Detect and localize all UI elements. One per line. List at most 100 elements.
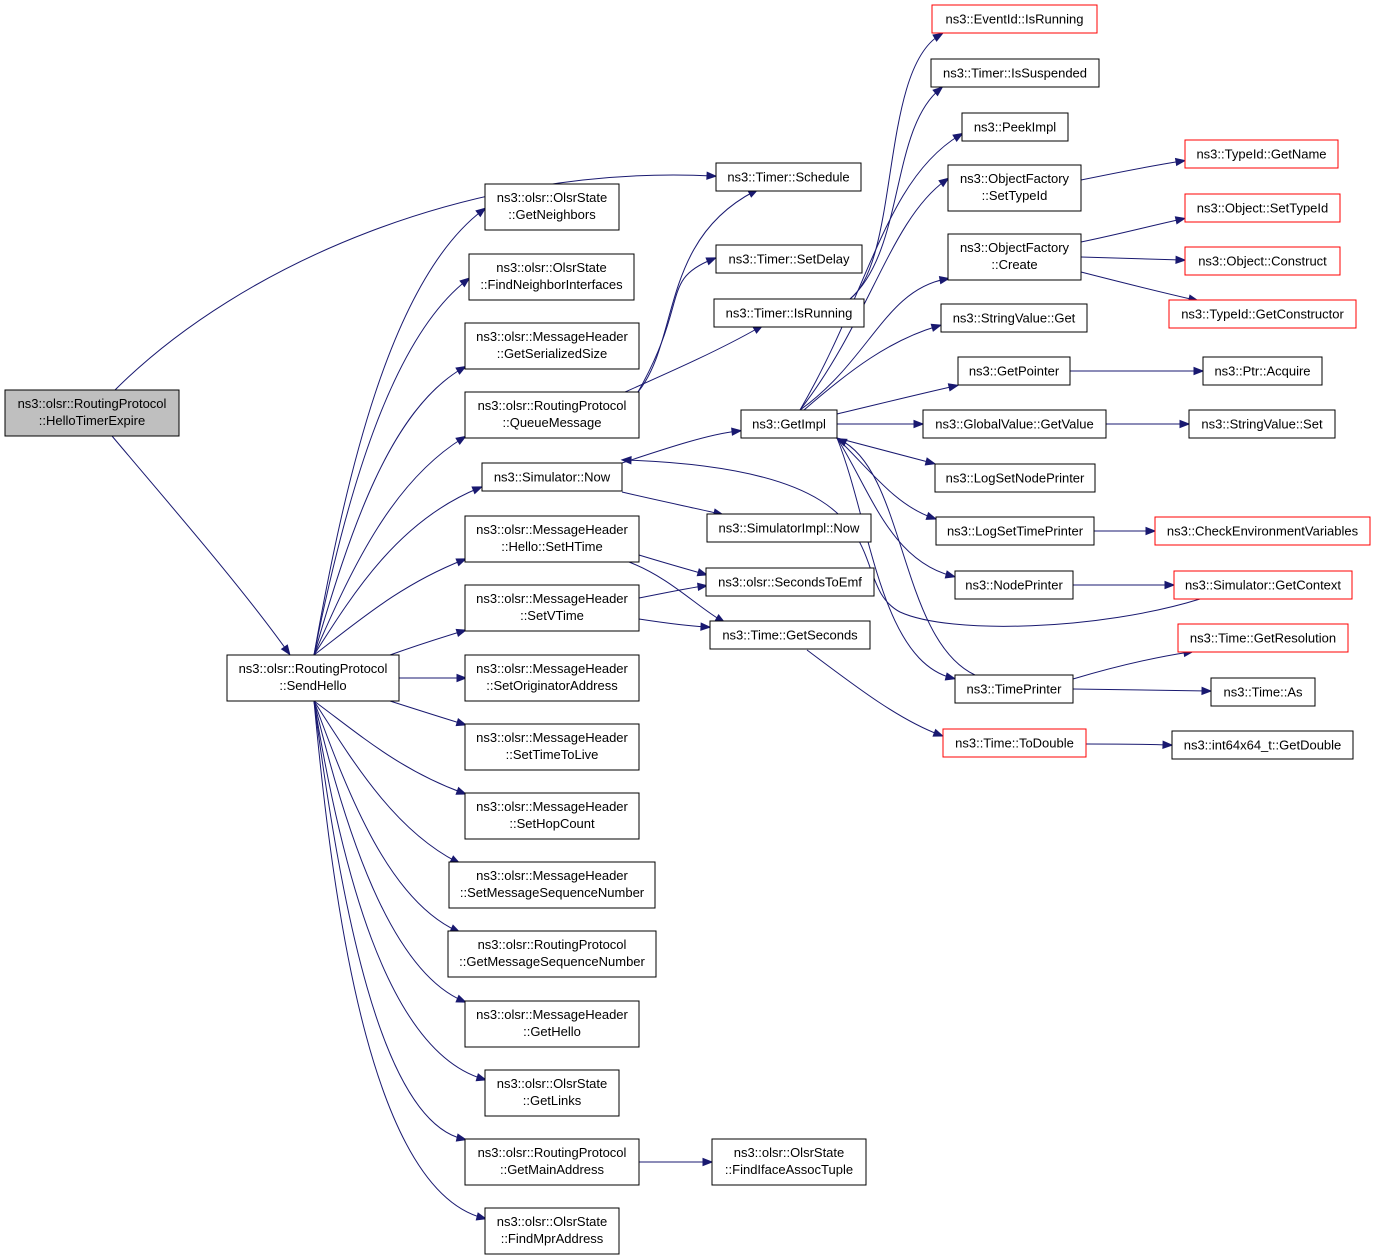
node-box <box>226 654 400 702</box>
node-box <box>447 930 657 978</box>
edge-line <box>313 559 464 656</box>
node-hello-set-htime[interactable]: ns3::olsr::MessageHeader::Hello::SetHTim… <box>464 515 640 563</box>
node-label: ns3::CheckEnvironmentVariables <box>1167 524 1359 539</box>
node-string-value-set[interactable]: ns3::StringValue::Set <box>1188 409 1336 439</box>
node-hello-timer-expire[interactable]: ns3::olsr::RoutingProtocol::HelloTimerEx… <box>4 389 180 437</box>
node-time-as[interactable]: ns3::Time::As <box>1210 677 1316 707</box>
node-set-originator-address[interactable]: ns3::olsr::MessageHeader::SetOriginatorA… <box>464 654 640 702</box>
arrowhead <box>1174 157 1187 167</box>
node-string-value-get[interactable]: ns3::StringValue::Get <box>940 303 1088 333</box>
arrowhead <box>938 275 951 285</box>
node-find-neighbor-interfaces[interactable]: ns3::olsr::OlsrState::FindNeighborInterf… <box>468 253 635 301</box>
node-box <box>468 253 635 301</box>
node-check-environment-variables[interactable]: ns3::CheckEnvironmentVariables <box>1154 516 1371 546</box>
node-label-line: ::SendHello <box>279 678 346 693</box>
node-label: ns3::StringValue::Set <box>1201 417 1323 432</box>
node-log-set-node-printer[interactable]: ns3::LogSetNodePrinter <box>934 463 1096 493</box>
arrowhead <box>836 438 848 447</box>
node-typeid-get-name[interactable]: ns3::TypeId::GetName <box>1184 139 1339 169</box>
node-set-hop-count[interactable]: ns3::olsr::MessageHeader::SetHopCount <box>464 792 640 840</box>
node-set-time-to-live[interactable]: ns3::olsr::MessageHeader::SetTimeToLive <box>464 723 640 771</box>
node-get-neighbors[interactable]: ns3::olsr::OlsrState::GetNeighbors <box>484 183 620 231</box>
node-time-to-double[interactable]: ns3::Time::ToDouble <box>942 728 1087 758</box>
edge-send-hello-to-get-main-address <box>313 700 468 1142</box>
node-label: ns3::GetImpl <box>752 417 826 432</box>
node-label-line: ns3::olsr::RoutingProtocol <box>478 1145 627 1160</box>
edge-line <box>836 437 934 519</box>
node-timer-is-suspended[interactable]: ns3::Timer::IsSuspended <box>930 58 1100 88</box>
node-timer-schedule[interactable]: ns3::Timer::Schedule <box>715 162 862 192</box>
node-box <box>922 409 1107 439</box>
node-time-get-resolution[interactable]: ns3::Time::GetResolution <box>1177 623 1349 653</box>
node-box <box>942 728 1087 758</box>
node-time-printer[interactable]: ns3::TimePrinter <box>954 674 1074 704</box>
node-typeid-get-constructor[interactable]: ns3::TypeId::GetConstructor <box>1168 299 1357 329</box>
node-send-hello[interactable]: ns3::olsr::RoutingProtocol::SendHello <box>226 654 400 702</box>
node-label-line: ::GetSerializedSize <box>497 346 608 361</box>
node-label-line: ns3::olsr::OlsrState <box>497 190 608 205</box>
node-eventid-is-running[interactable]: ns3::EventId::IsRunning <box>931 4 1098 34</box>
arrowhead <box>1175 255 1187 265</box>
node-label-line: ::FindIfaceAssocTuple <box>725 1162 853 1177</box>
node-label-line: ns3::olsr::MessageHeader <box>476 591 628 606</box>
node-seconds-to-emf[interactable]: ns3::olsr::SecondsToEmf <box>705 567 875 597</box>
node-box <box>1171 730 1354 760</box>
node-simulator-now[interactable]: ns3::Simulator::Now <box>481 462 623 492</box>
node-box <box>705 567 875 597</box>
edge-line <box>313 700 458 863</box>
node-label: ns3::GlobalValue::GetValue <box>935 417 1094 432</box>
edge-line <box>1072 651 1191 680</box>
node-get-serialized-size[interactable]: ns3::olsr::MessageHeader::GetSerializedS… <box>464 322 640 370</box>
node-box <box>464 322 640 370</box>
node-global-value-get-value[interactable]: ns3::GlobalValue::GetValue <box>922 409 1107 439</box>
node-get-hello[interactable]: ns3::olsr::MessageHeader::GetHello <box>464 1000 640 1048</box>
node-box <box>954 570 1074 600</box>
node-label-line: ::SetMessageSequenceNumber <box>460 885 645 900</box>
node-timer-is-running[interactable]: ns3::Timer::IsRunning <box>713 298 865 328</box>
node-set-message-sequence-number[interactable]: ns3::olsr::MessageHeader::SetMessageSequ… <box>448 861 656 909</box>
node-box <box>934 463 1096 493</box>
edge-get-impl-to-global-value-get-value <box>837 419 925 429</box>
node-queue-message[interactable]: ns3::olsr::RoutingProtocol::QueueMessage <box>464 391 640 439</box>
node-object-factory-set-type-id[interactable]: ns3::ObjectFactory::SetTypeId <box>947 164 1082 212</box>
node-label: ns3::Timer::IsRunning <box>726 306 853 321</box>
edge-line <box>313 437 464 656</box>
node-object-factory-create[interactable]: ns3::ObjectFactory::Create <box>947 233 1082 281</box>
node-set-vtime[interactable]: ns3::olsr::MessageHeader::SetVTime <box>464 584 640 632</box>
node-label: ns3::Simulator::Now <box>494 470 611 485</box>
node-box <box>1177 623 1349 653</box>
node-get-impl[interactable]: ns3::GetImpl <box>740 409 838 439</box>
node-label-line: ns3::olsr::MessageHeader <box>476 661 628 676</box>
node-get-message-sequence-number[interactable]: ns3::olsr::RoutingProtocol::GetMessageSe… <box>447 930 657 978</box>
arrowhead <box>475 1212 488 1221</box>
node-get-main-address[interactable]: ns3::olsr::RoutingProtocol::GetMainAddre… <box>464 1138 640 1186</box>
node-find-iface-assoc-tuple[interactable]: ns3::olsr::OlsrState::FindIfaceAssocTupl… <box>711 1138 867 1186</box>
node-find-mpr-address[interactable]: ns3::olsr::OlsrState::FindMprAddress <box>484 1207 620 1255</box>
node-label-line: ns3::ObjectFactory <box>960 171 1070 186</box>
node-simulator-get-context[interactable]: ns3::Simulator::GetContext <box>1173 570 1353 600</box>
node-object-set-type-id[interactable]: ns3::Object::SetTypeId <box>1184 193 1341 223</box>
node-label: ns3::TimePrinter <box>967 682 1063 697</box>
node-simulator-impl-now[interactable]: ns3::SimulatorImpl::Now <box>706 513 872 543</box>
edge-get-impl-to-object-factory-set-type-id <box>799 177 950 411</box>
node-label-line: ns3::ObjectFactory <box>960 240 1070 255</box>
node-object-construct[interactable]: ns3::Object::Construct <box>1184 246 1341 276</box>
node-timer-set-delay[interactable]: ns3::Timer::SetDelay <box>715 244 863 274</box>
node-peek-impl[interactable]: ns3::PeekImpl <box>961 112 1069 142</box>
node-node-printer[interactable]: ns3::NodePrinter <box>954 570 1074 600</box>
arrowhead <box>924 457 937 466</box>
node-box <box>1168 299 1357 329</box>
node-log-set-time-printer[interactable]: ns3::LogSetTimePrinter <box>935 516 1095 546</box>
node-time-get-seconds[interactable]: ns3::Time::GetSeconds <box>709 620 871 650</box>
edge-line <box>836 437 953 679</box>
arrowhead <box>932 728 945 737</box>
node-ptr-acquire[interactable]: ns3::Ptr::Acquire <box>1202 356 1323 386</box>
arrowhead <box>930 323 943 332</box>
node-label: ns3::Simulator::GetContext <box>1185 578 1341 593</box>
node-get-pointer[interactable]: ns3::GetPointer <box>957 356 1071 386</box>
edge-object-factory-create-to-object-construct <box>1080 255 1187 265</box>
arrowhead <box>944 672 957 681</box>
node-int64x64-get-double[interactable]: ns3::int64x64_t::GetDouble <box>1171 730 1354 760</box>
node-get-links[interactable]: ns3::olsr::OlsrState::GetLinks <box>484 1069 620 1117</box>
edge-hello-timer-expire-to-timer-schedule <box>114 171 718 391</box>
